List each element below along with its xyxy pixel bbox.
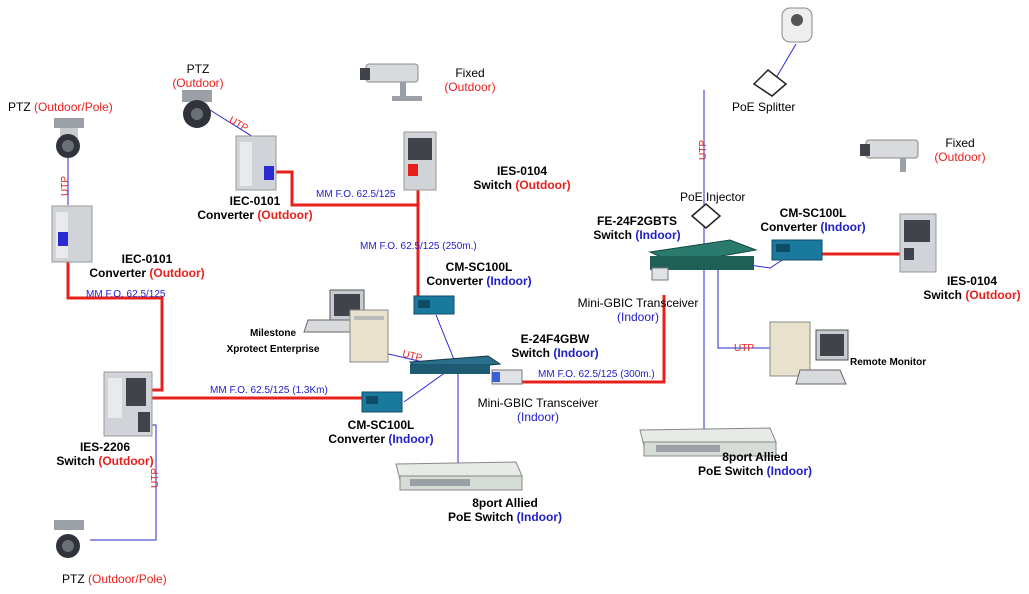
utp-links xyxy=(67,43,797,541)
milestone-server-pc xyxy=(303,289,389,363)
fiber-links xyxy=(66,170,906,400)
utp-camera-to-splitter xyxy=(775,43,797,79)
link-label-mmfo-250m: MM F.O. 62.5/125 (250m.) xyxy=(360,241,477,252)
ies2206-switch xyxy=(103,371,153,437)
utp-label-remote: UTP xyxy=(734,343,754,354)
allied-poe-switch-right xyxy=(639,427,777,457)
fixed-camera-right xyxy=(860,139,919,172)
poe-injector-label: PoE Injector xyxy=(680,190,746,204)
poe-injector xyxy=(690,203,722,229)
utp-cmsc-bottom-to-e24 xyxy=(403,371,447,403)
e24f4gbw-switch xyxy=(408,355,502,374)
fixed-right-label: Fixed(Outdoor) xyxy=(934,136,986,164)
mini-gbic-mid-label: Mini-GBIC Transceiver(Indoor) xyxy=(477,396,599,424)
utp-ptz-outdoor-to-iec xyxy=(209,109,259,141)
link-label-mmfo-300m: MM F.O. 62.5/125 (300m.) xyxy=(538,369,655,380)
cmsc100l-converter-bottom xyxy=(361,391,403,413)
dome-camera-top-right xyxy=(781,7,813,43)
fe24f2gbts-switch xyxy=(648,239,758,270)
cmsc100l-converter-right xyxy=(771,239,823,261)
ies0104-switch-right xyxy=(899,213,937,273)
fixed-left-label: Fixed(Outdoor) xyxy=(444,66,496,94)
ptz-camera-outdoor xyxy=(182,90,212,128)
iec0101-converter-top xyxy=(235,135,277,191)
fiber-iec-top-to-ies0104 xyxy=(270,170,420,207)
ptz-pole-top-label: PTZ (Outdoor/Pole) xyxy=(8,100,113,114)
utp-label-pole-top: UTP xyxy=(60,176,71,196)
fixed-camera-left xyxy=(360,63,422,101)
mini-gbic-right xyxy=(651,267,669,281)
utp-cmsc-mid-to-e24 xyxy=(435,314,456,363)
utp-fe24-to-remote xyxy=(717,270,776,349)
iec0101-converter-left xyxy=(51,205,93,263)
link-label-mmfo-iec-top: MM F.O. 62.5/125 xyxy=(316,189,396,200)
mini-gbic-mid xyxy=(491,369,523,385)
ptz-camera-pole-bottom xyxy=(54,520,84,558)
utp-label-pole-bottom: UTP xyxy=(150,468,161,488)
ptz-pole-bottom-label: PTZ (Outdoor/Pole) xyxy=(62,572,167,586)
fiber-e24-to-fe24 xyxy=(520,295,666,384)
poe-splitter-label: PoE Splitter xyxy=(732,100,796,114)
ies0104-switch-left xyxy=(403,131,437,191)
link-label-mmfo-iec-left: MM F.O. 62.5/125 xyxy=(86,289,166,300)
fiber-iec-left-to-ies2206 xyxy=(66,243,164,392)
cmsc100l-converter-mid xyxy=(413,295,455,315)
mini-gbic-right-label: Mini-GBIC Transceiver(Indoor) xyxy=(577,296,699,324)
poe-splitter xyxy=(752,69,788,97)
allied-poe-switch-mid xyxy=(395,461,523,491)
ptz-camera-pole-top xyxy=(54,118,84,158)
ptz-outdoor-label: PTZ(Outdoor) xyxy=(172,62,224,90)
link-label-mmfo-1300m: MM F.O. 62.5/125 (1.3Km) xyxy=(210,385,328,396)
remote-monitor-pc xyxy=(769,321,849,385)
utp-label-splitter-injector: UTP xyxy=(698,140,709,160)
remote-monitor-label: Remote Monitor xyxy=(850,357,927,368)
